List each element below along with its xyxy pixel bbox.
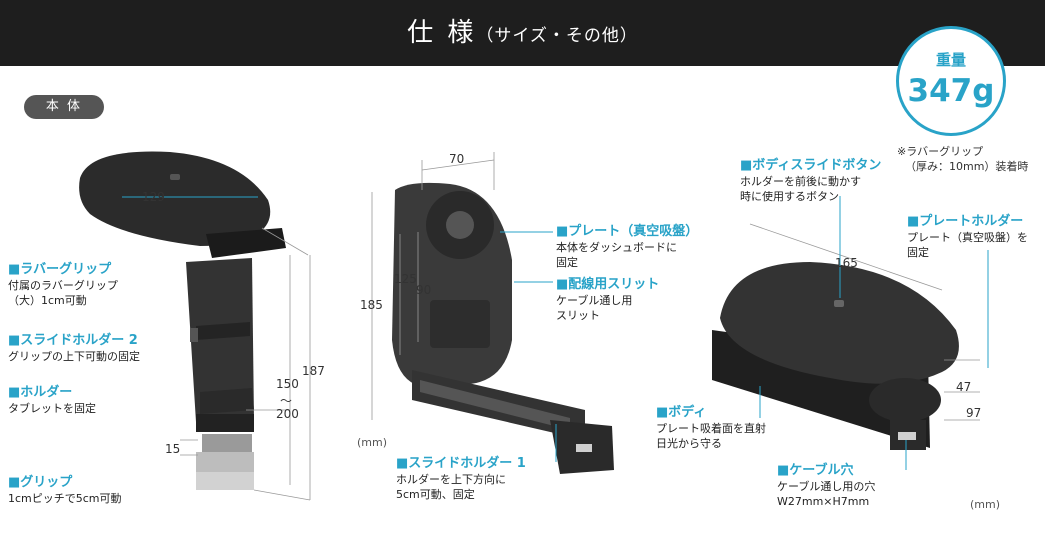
- weight-badge: 重量 347g: [896, 26, 1006, 136]
- device-side-view: [712, 196, 989, 470]
- callout-grip: ■グリップ 1cmピッチで5cm可動: [8, 475, 122, 506]
- callout-title: ■ホルダー: [8, 385, 73, 400]
- callout-title: ■プレートホルダー: [907, 214, 1024, 229]
- callout-rubber-grip: ■ラバーグリップ 付属のラバーグリップ （大）1cm可動: [8, 262, 118, 308]
- callout-desc: 付属のラバーグリップ: [8, 279, 118, 292]
- callout-desc: ホルダーを上下方向に: [396, 473, 506, 486]
- weight-note-line1: ※ラバーグリップ: [897, 145, 984, 158]
- callout-body: ■ボディ プレート吸着面を直射 日光から守る: [656, 405, 766, 451]
- callout-desc: 1cmピッチで5cm可動: [8, 492, 122, 505]
- callout-holder: ■ホルダー タブレットを固定: [8, 385, 96, 416]
- callout-title: ■ラバーグリップ: [8, 262, 112, 277]
- callout-desc: 時に使用するボタン: [740, 190, 839, 203]
- dimension-label: 185: [360, 298, 383, 312]
- callout-title: ■スライドホルダー 1: [396, 456, 526, 471]
- dimension-label: 15: [165, 442, 181, 456]
- weight-value: 347g: [907, 73, 995, 109]
- dimension-label: 97: [966, 406, 982, 420]
- callout-desc: ケーブル通し用: [556, 294, 633, 307]
- dimension-label: 125: [394, 272, 417, 286]
- callout-desc: 本体をダッシュボードに: [556, 241, 677, 254]
- device-front-view: [79, 151, 311, 501]
- callout-desc: ケーブル通し用の穴: [777, 480, 876, 493]
- callout-desc: 固定: [556, 256, 578, 269]
- callout-title: ■グリップ: [8, 475, 73, 490]
- callout-body-slide-button: ■ボディスライドボタン ホルダーを前後に動かす 時に使用するボタン: [740, 158, 881, 204]
- device-back-view: [371, 152, 614, 474]
- callout-desc: 5cm可動、固定: [396, 488, 475, 501]
- callout-slide-holder-2: ■スライドホルダー 2 グリップの上下可動の固定: [8, 333, 140, 364]
- callout-plate-holder: ■プレートホルダー プレート（真空吸盤）を 固定: [907, 214, 1028, 260]
- header-bar: [0, 0, 1045, 66]
- callout-desc: ホルダーを前後に動かす: [740, 175, 861, 188]
- callout-plate: ■プレート（真空吸盤） 本体をダッシュボードに 固定: [556, 224, 698, 270]
- callout-desc: プレート（真空吸盤）を: [907, 231, 1028, 244]
- callout-desc: スリット: [556, 309, 600, 322]
- callout-desc: 固定: [907, 246, 929, 259]
- section-badge: 本 体: [24, 95, 104, 119]
- weight-note: ※ラバーグリップ （厚み：10mm）装着時: [897, 144, 1028, 174]
- callout-title: ■プレート（真空吸盤）: [556, 224, 699, 239]
- unit-label-right: (mm): [970, 498, 1001, 511]
- dimension-label: 90: [416, 283, 432, 297]
- callout-title: ■ボディスライドボタン: [740, 158, 882, 173]
- callout-slide-holder-1: ■スライドホルダー 1 ホルダーを上下方向に 5cm可動、固定: [396, 456, 526, 502]
- title-subtitle: （サイズ・その他）: [476, 26, 638, 46]
- callout-desc: タブレットを固定: [8, 402, 96, 415]
- callout-cable-slit: ■配線用スリット ケーブル通し用 スリット: [556, 277, 659, 323]
- callout-desc: W27mm×H7mm: [777, 495, 870, 508]
- dimension-label: 129: [142, 190, 165, 204]
- dimension-label: 70: [449, 152, 465, 166]
- callout-cable-hole: ■ケーブル穴 ケーブル通し用の穴 W27mm×H7mm: [777, 463, 875, 509]
- callout-desc: グリップの上下可動の固定: [8, 350, 140, 363]
- page-title: 仕 様（サイズ・その他）: [0, 0, 1045, 66]
- unit-label-left: (mm): [357, 436, 388, 449]
- callout-desc: プレート吸着面を直射: [656, 422, 766, 435]
- dimension-label: 47: [956, 380, 972, 394]
- dimension-label: 165: [835, 256, 858, 270]
- callout-title: ■ケーブル穴: [777, 463, 854, 478]
- callout-desc: （大）1cm可動: [8, 294, 87, 307]
- weight-label: 重量: [935, 51, 966, 69]
- callout-title: ■スライドホルダー 2: [8, 333, 138, 348]
- dimension-label: 187: [302, 364, 325, 378]
- title-main: 仕 様: [407, 18, 477, 48]
- weight-note-line2: （厚み：10mm）装着時: [905, 160, 1029, 173]
- dimension-label: ～: [280, 394, 293, 408]
- dimension-label: 150: [276, 377, 299, 391]
- callout-title: ■ボディ: [656, 405, 707, 420]
- callout-desc: 日光から守る: [656, 437, 722, 450]
- callout-title: ■配線用スリット: [556, 277, 660, 292]
- dimension-label: 200: [276, 407, 299, 421]
